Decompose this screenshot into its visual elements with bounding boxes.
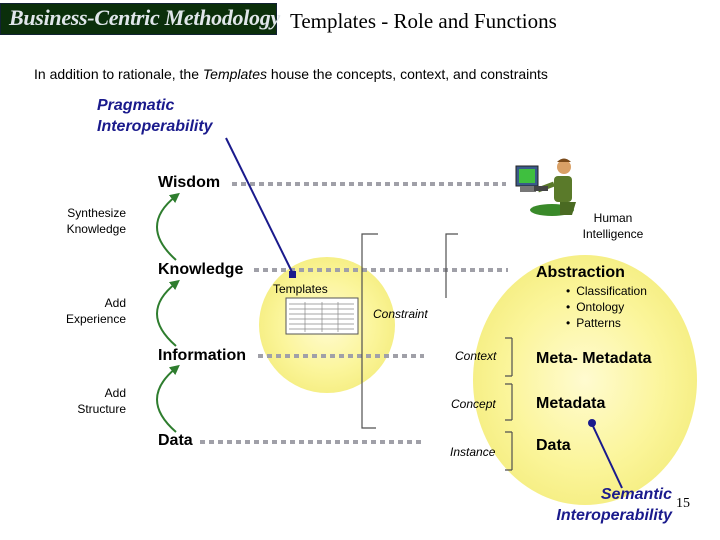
dotted-lines [200, 182, 508, 444]
brackets [361, 233, 513, 471]
page-number: 15 [676, 496, 690, 511]
concept-label: Concept [451, 397, 496, 411]
human-line2: Intelligence [582, 227, 644, 241]
context-label: Context [455, 349, 497, 363]
instance-label: Instance [450, 445, 496, 459]
page-title: Templates - Role and Functions [290, 9, 557, 33]
subtitle-emphasis: Templates [202, 66, 267, 82]
person-at-computer-icon [515, 158, 576, 216]
pragmatic-interoperability-label: Pragmatic Interoperability [97, 95, 213, 137]
bullet-classification: Classification [566, 283, 647, 299]
level-wisdom: Wisdom [158, 174, 221, 191]
semantic-interoperability-label: Semantic Interoperability [540, 484, 672, 526]
transition-experience-line1: Add [104, 296, 126, 310]
abstraction-bullets: Classification Ontology Patterns [566, 283, 647, 331]
logo-text: Business-Centric Methodology [9, 5, 280, 30]
transition-arrows [156, 192, 180, 433]
logo: Business-Centric Methodology [0, 3, 280, 35]
pragmatic-pointer-end [289, 271, 296, 278]
transition-experience-line2: Experience [65, 312, 126, 326]
transition-structure-line1: Add [104, 386, 126, 400]
data-label: Data [536, 437, 571, 454]
transition-synthesize-line1: Synthesize [67, 206, 126, 220]
templates-label: Templates [273, 282, 328, 296]
level-information: Information [158, 347, 246, 364]
bullet-ontology: Ontology [566, 299, 647, 315]
level-data: Data [158, 432, 193, 449]
transition-synthesize: Synthesize Knowledge [40, 205, 126, 237]
bullet-patterns: Patterns [566, 315, 647, 331]
human-intelligence-label: Human Intelligence [566, 210, 660, 242]
transition-synthesize-line2: Knowledge [66, 222, 126, 236]
subtitle: In addition to rationale, the Templates … [34, 66, 548, 82]
document-template-icon [285, 297, 359, 335]
pragmatic-line1: Pragmatic [97, 97, 175, 114]
semantic-pointer [591, 423, 623, 489]
semantic-line1: Semantic [600, 486, 672, 503]
transition-structure-line2: Structure [77, 402, 126, 416]
semantic-line2: Interoperability [556, 507, 672, 524]
meta-metadata-label: Meta- Metadata [536, 350, 652, 367]
abstraction-label: Abstraction [536, 264, 625, 281]
pragmatic-pointer [225, 137, 294, 275]
constraint-label: Constraint [373, 307, 428, 321]
transition-experience: Add Experience [40, 295, 126, 327]
metadata-label: Metadata [536, 395, 606, 412]
human-line1: Human [593, 211, 633, 225]
pragmatic-line2: Interoperability [97, 118, 213, 135]
subtitle-prefix: In addition to rationale, the [34, 66, 203, 82]
transition-structure: Add Structure [40, 385, 126, 417]
level-knowledge: Knowledge [158, 261, 244, 278]
subtitle-suffix: house the concepts, context, and constra… [266, 66, 548, 82]
semantic-pointer-end [588, 419, 596, 427]
